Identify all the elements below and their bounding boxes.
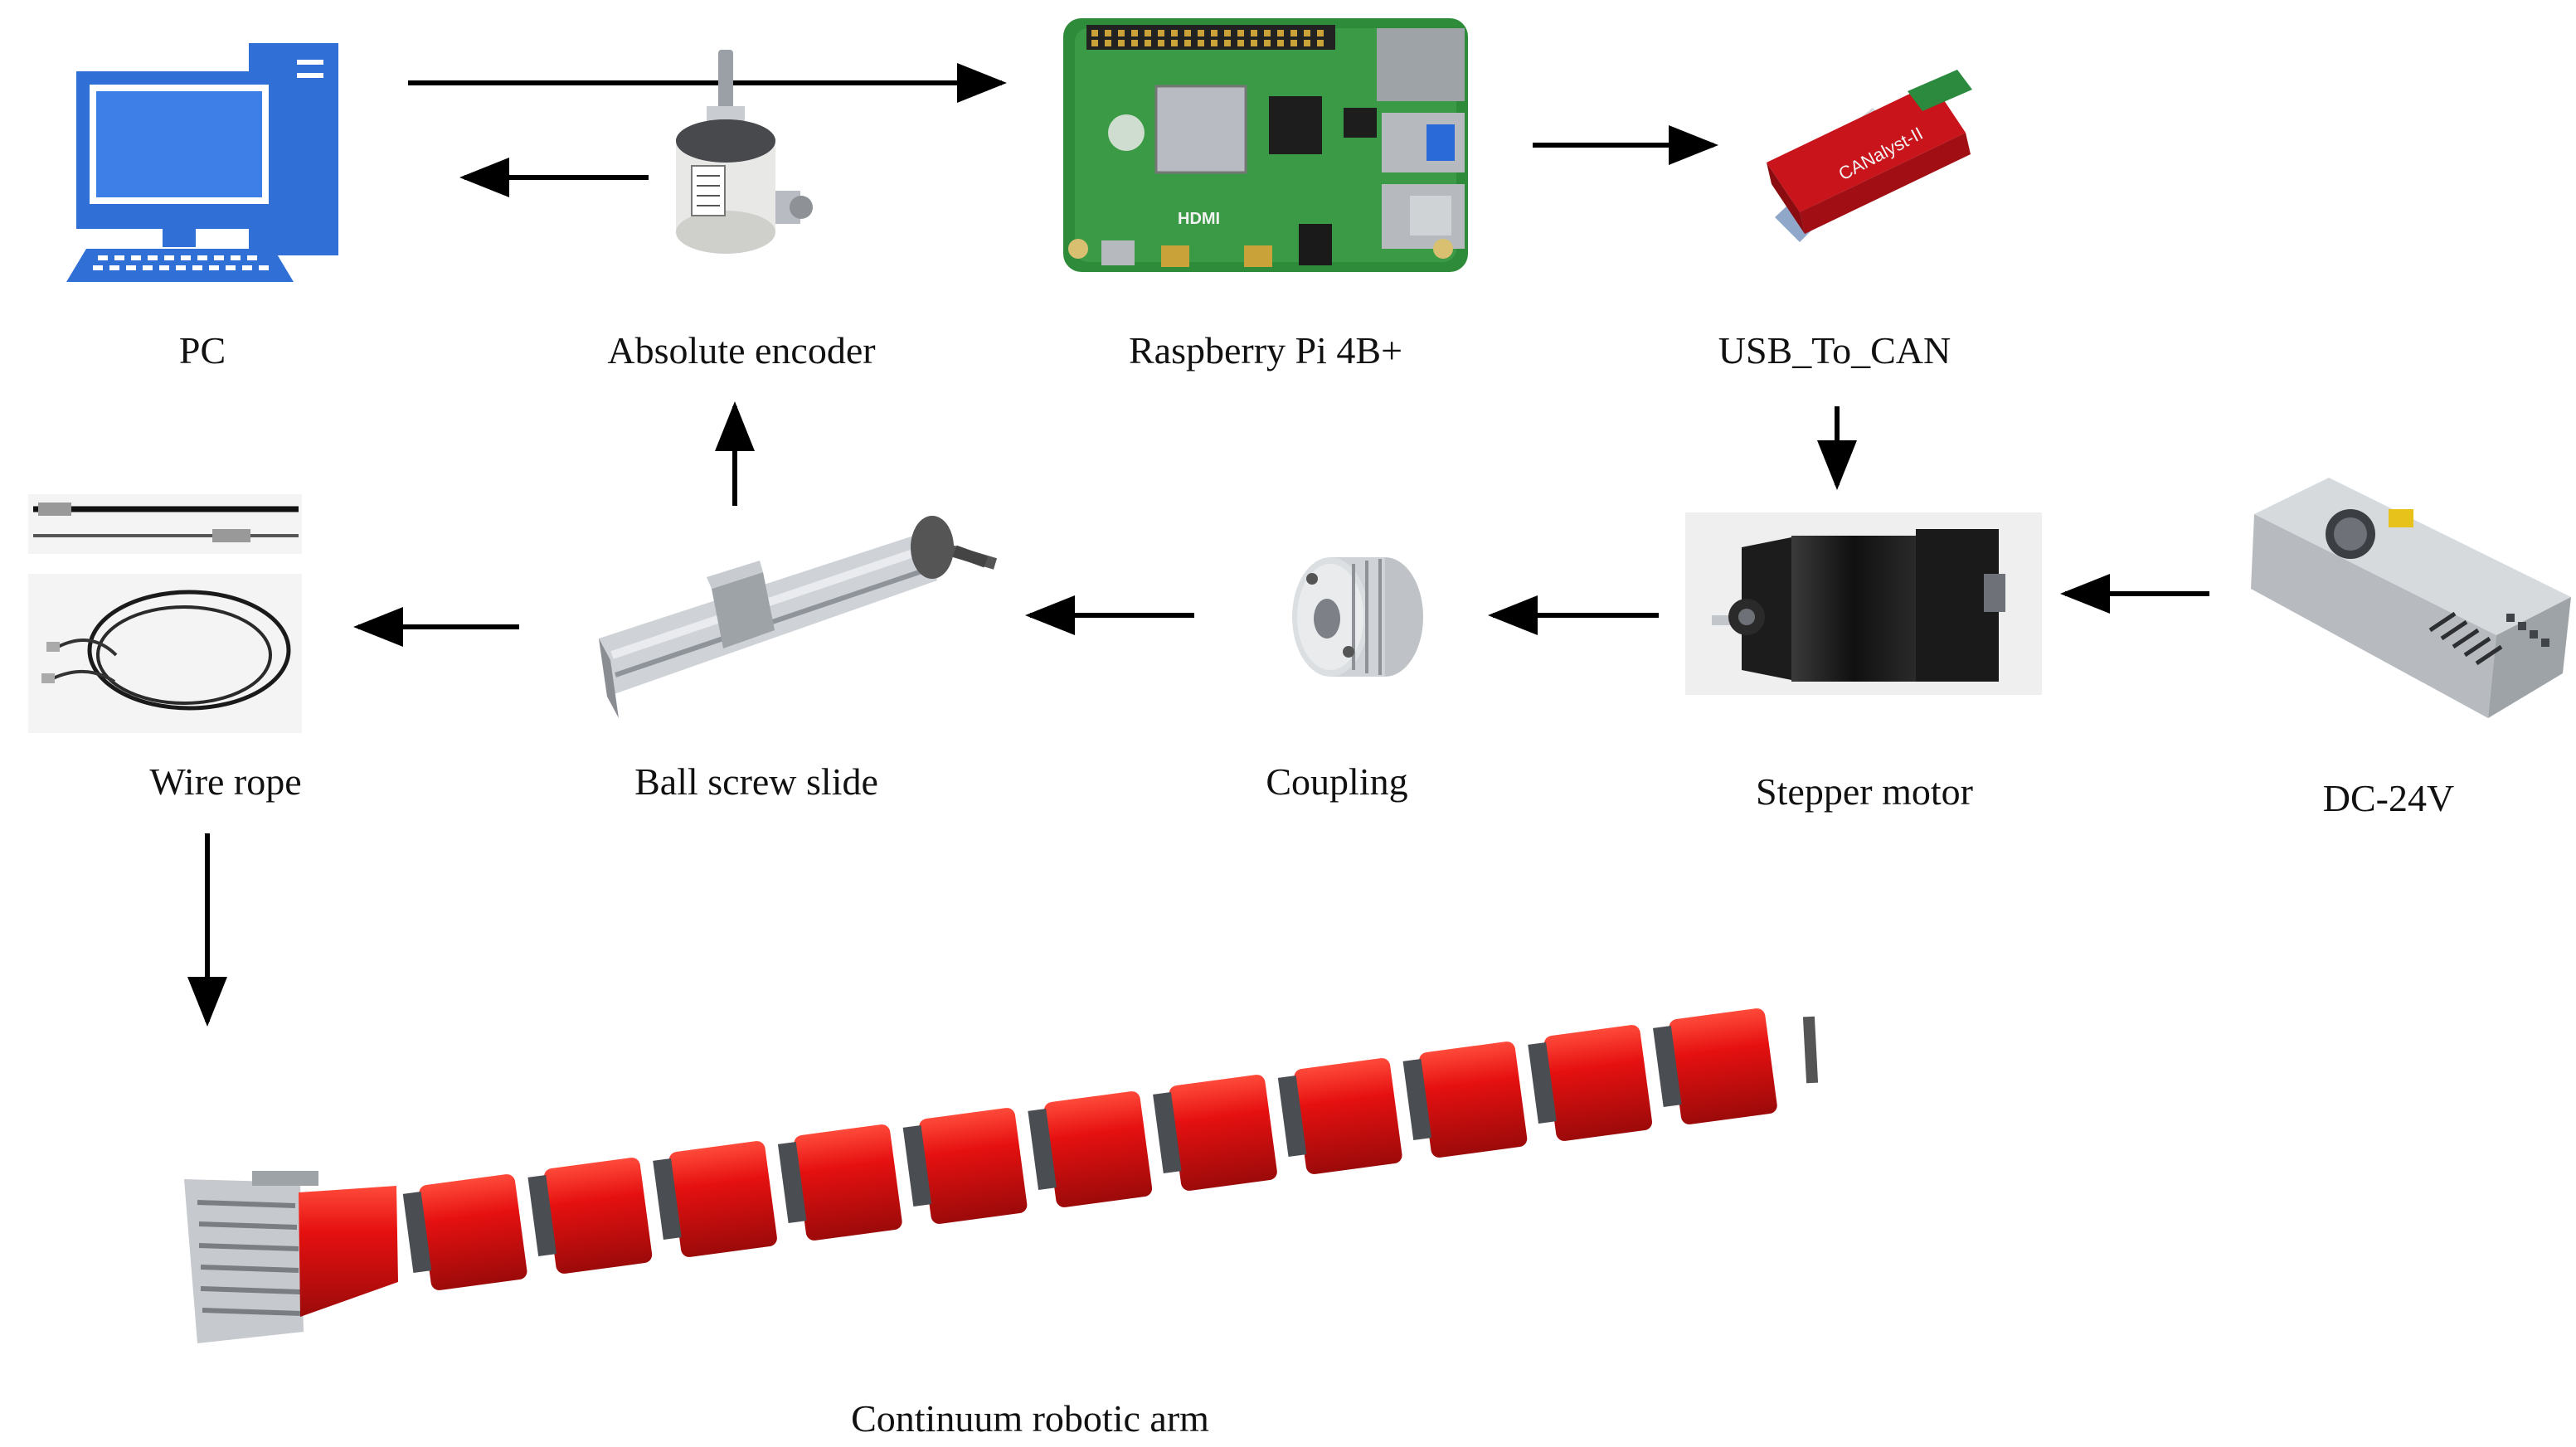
arm-segment (1543, 1025, 1652, 1141)
arm-segment (419, 1174, 527, 1290)
board-print-hdmi: HDMI (1178, 210, 1220, 228)
arm-joint (402, 1191, 432, 1274)
arm-joint (653, 1158, 682, 1241)
node-label-continuum-robotic-arm: Continuum robotic arm (851, 1397, 1209, 1440)
ball-screw-slide-image (599, 516, 998, 718)
arm-segment (1043, 1091, 1153, 1207)
node-label-pc: PC (178, 329, 226, 371)
node-label-coupling: Coupling (1266, 760, 1408, 803)
rotary-encoder-image (676, 50, 813, 254)
arm-joint (1028, 1108, 1057, 1191)
arm-segment (668, 1141, 777, 1257)
arm-segment (1419, 1042, 1528, 1158)
node-label-usb-to-can: USB_To_CAN (1718, 329, 1951, 371)
arm-joint (777, 1141, 807, 1224)
raspberry-pi-board-image: HDMI (1063, 18, 1468, 272)
arm-segment (1669, 1008, 1777, 1124)
node-label-dc-24v: DC-24V (2322, 777, 2455, 819)
arm-segment (1294, 1058, 1402, 1174)
node-label-wire-rope: Wire rope (149, 760, 302, 803)
arm-segment (1169, 1075, 1277, 1191)
arm-segment (919, 1108, 1028, 1224)
node-label-ball-screw-slide: Ball screw slide (634, 760, 878, 803)
arm-segment (544, 1158, 653, 1274)
shaft-coupling-image (1292, 557, 1423, 677)
continuum-arm-image (184, 1008, 1819, 1343)
arm-joint (902, 1124, 932, 1207)
node-label-stepper-motor: Stepper motor (1756, 770, 1973, 813)
node-label-absolute-encoder: Absolute encoder (607, 329, 876, 371)
stepper-motor-image (1685, 512, 2042, 695)
arm-joint (527, 1174, 557, 1257)
arm-joint (1402, 1058, 1432, 1141)
node-label-raspberry-pi: Raspberry Pi 4B+ (1128, 329, 1403, 371)
usb-can-adapter-image: CANalyst-II (1767, 70, 1972, 242)
arm-joint (1153, 1091, 1182, 1174)
wire-rope-image (28, 494, 302, 733)
arm-segment (794, 1124, 902, 1241)
arm-joint (1653, 1025, 1682, 1108)
arm-joint (1528, 1042, 1557, 1124)
desktop-computer-icon (66, 43, 338, 282)
power-supply-image (2251, 478, 2571, 718)
arm-joint (1277, 1075, 1307, 1158)
